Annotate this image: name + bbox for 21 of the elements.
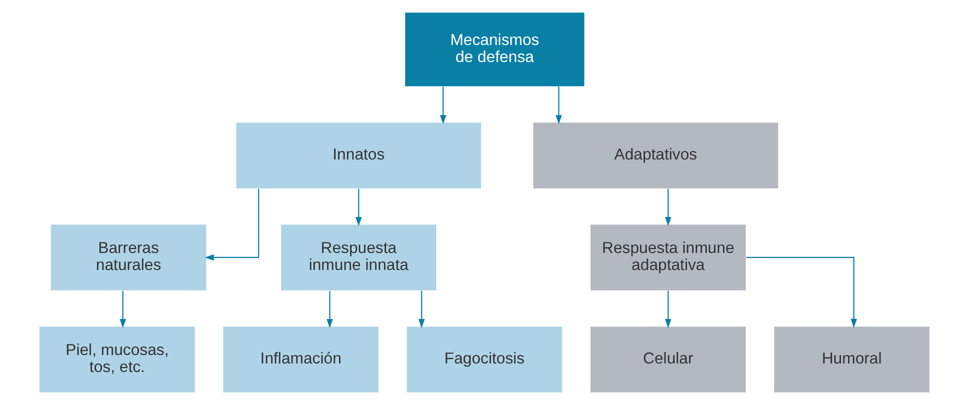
- node-box: Fagocitosis: [406, 326, 562, 392]
- node-box: Respuesta inmune adaptativa: [590, 224, 746, 290]
- arrow: [204, 188, 259, 261]
- node-box: Adaptativos: [532, 122, 778, 188]
- node-box: Respuesta inmune innata: [280, 224, 436, 290]
- arrow: [439, 86, 446, 124]
- node-box: Innatos: [236, 122, 481, 188]
- node-box: Humoral: [774, 326, 929, 392]
- arrow: [664, 290, 671, 328]
- arrow: [664, 188, 671, 226]
- node-box: Barreras naturales: [50, 224, 206, 290]
- arrow: [354, 188, 362, 226]
- node-box: Celular: [590, 326, 746, 392]
- node-box: Piel, mucosas, tos, etc.: [39, 326, 194, 392]
- node-box: Inflamación: [222, 326, 378, 392]
- arrow: [746, 256, 856, 328]
- arrow: [418, 290, 424, 328]
- arrow: [555, 86, 562, 124]
- arrow: [119, 290, 126, 328]
- node-box: Mecanismos de defensa: [404, 12, 584, 86]
- arrow: [326, 290, 332, 328]
